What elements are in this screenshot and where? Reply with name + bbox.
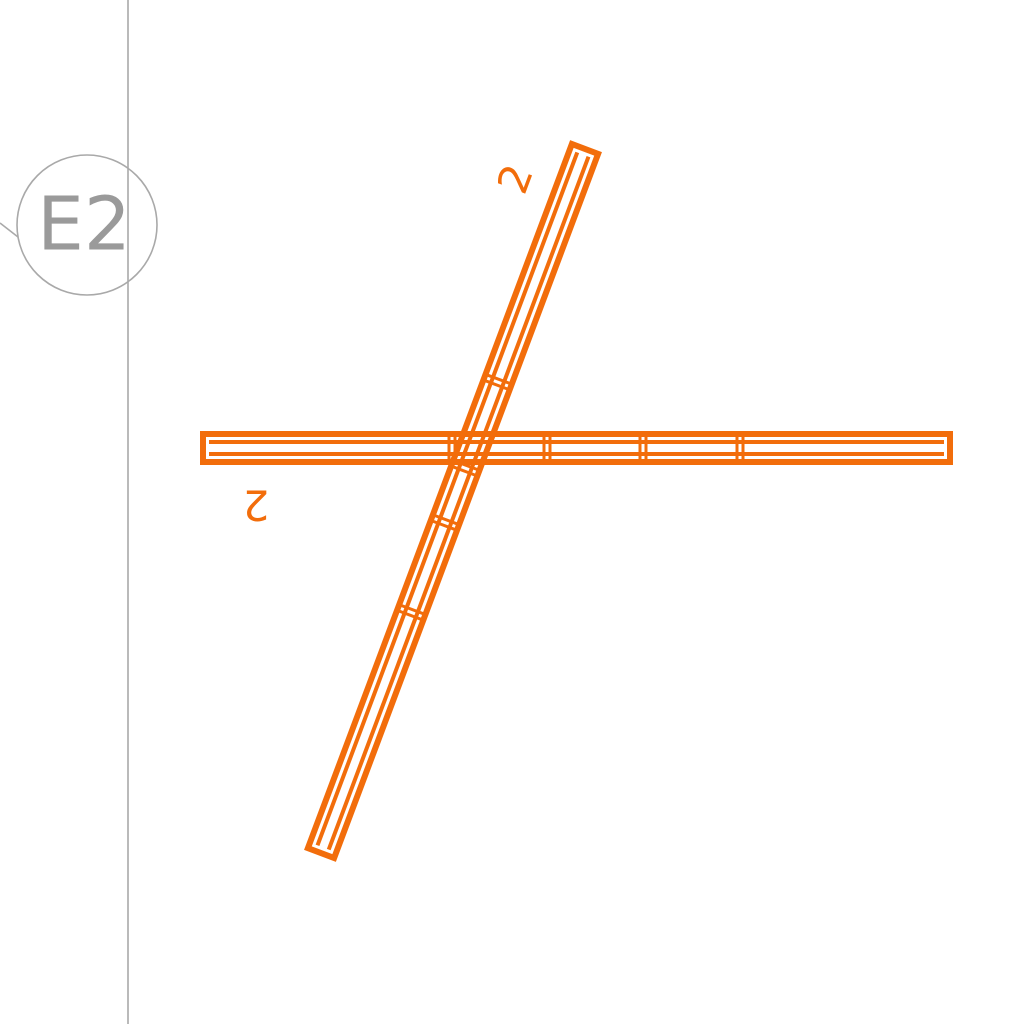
joint-mark: [398, 609, 422, 621]
joint-mark: [434, 514, 458, 526]
member-joints: [398, 373, 511, 621]
member-inner-line: [326, 155, 591, 851]
member-inner-line: [315, 151, 580, 847]
joint-mark: [432, 519, 456, 531]
joint-mark: [400, 604, 425, 616]
joint-mark: [486, 373, 511, 385]
member-label: 2: [243, 481, 270, 530]
joint-mark: [484, 379, 509, 391]
joint-mark: [454, 459, 479, 472]
member-outline: [304, 140, 602, 862]
grid-bubble-label: E2: [37, 182, 131, 268]
diagonal-member[interactable]: [304, 140, 602, 862]
member-label: 2: [488, 158, 543, 200]
joint-mark: [452, 465, 476, 477]
grid-bubble: [16, 154, 158, 296]
member-outline: [200, 431, 953, 465]
grid-line-e2[interactable]: E2: [0, 0, 158, 1024]
horizontal-member[interactable]: 2: [200, 431, 953, 530]
grid-leader-tick: [0, 222, 19, 238]
